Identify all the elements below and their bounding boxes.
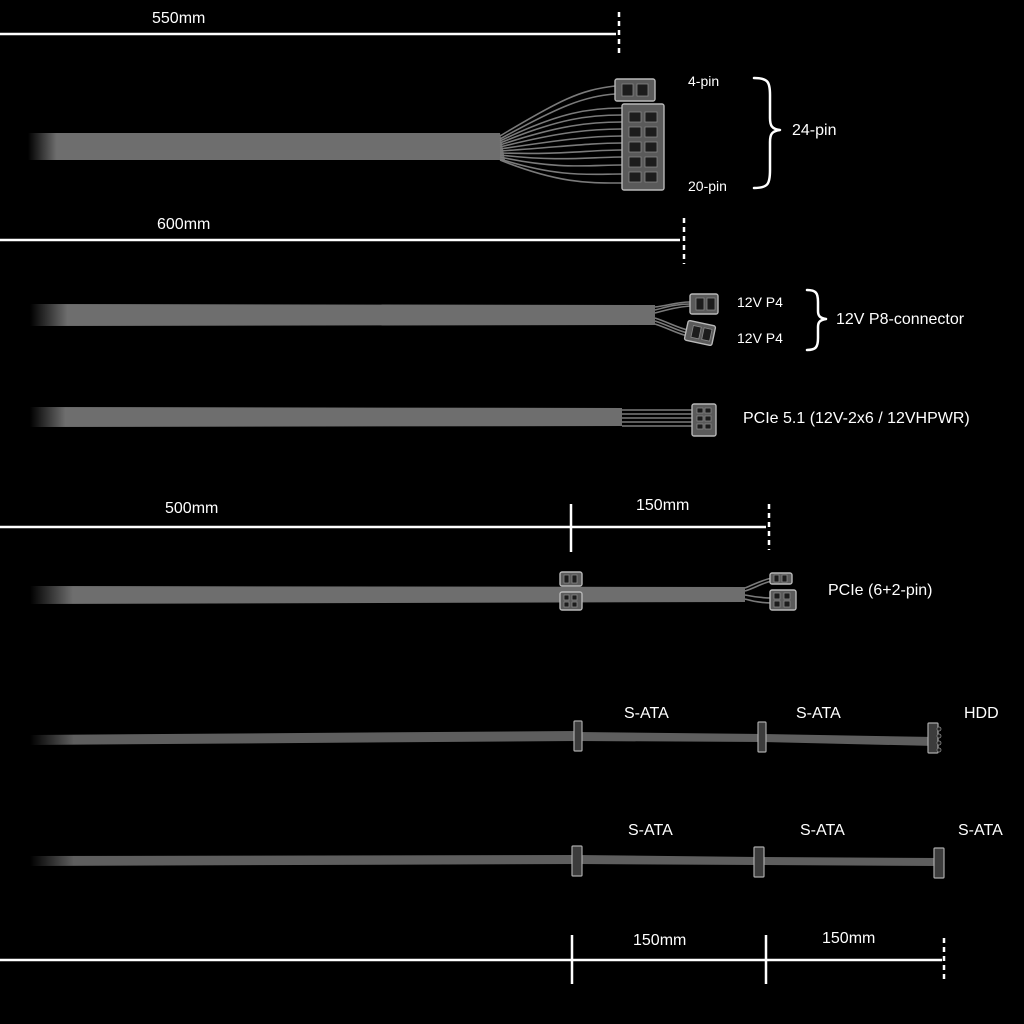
- pcie-end-connector: [769, 572, 797, 611]
- dimension-sata-seg1-label: 150mm: [633, 932, 686, 949]
- atx-24pin-label: 24-pin: [792, 122, 836, 139]
- pcie5-connector: [691, 403, 717, 437]
- sata-hdd-conn-2: [757, 721, 767, 753]
- cpu-p8-cable: [30, 293, 719, 347]
- sata-chain-cable: [30, 845, 945, 879]
- dimension-cpu: 600mm: [0, 216, 686, 264]
- sata-hdd-conn2-label: S-ATA: [796, 705, 841, 722]
- dimension-atx: 550mm: [0, 10, 621, 57]
- hdd-label: HDD: [964, 705, 999, 722]
- cpu-brace: [805, 288, 828, 352]
- atx-24pin-cable: [28, 78, 665, 191]
- sata-chain-conn-2: [753, 846, 765, 878]
- cpu-p4a-label: 12V P4: [737, 294, 783, 310]
- dimension-sata-seg2-label: 150mm: [822, 930, 875, 947]
- dimension-cpu-label: 600mm: [157, 216, 210, 233]
- pcie5-cable: [30, 403, 717, 437]
- dimension-atx-label: 550mm: [152, 10, 205, 27]
- pcie5-label: PCIe 5.1 (12V-2x6 / 12VHPWR): [743, 410, 970, 427]
- sata-hdd-cable: [30, 720, 942, 754]
- atx-4pin-connector: [614, 78, 656, 102]
- cpu-p4-connector-a: [689, 293, 719, 315]
- atx-20pin-label: 20-pin: [688, 178, 727, 194]
- dimension-pcie-extra-label: 150mm: [636, 497, 689, 514]
- atx-wire-bundle: [499, 85, 623, 184]
- pcie-label: PCIe (6+2-pin): [828, 582, 933, 599]
- hdd-molex-connector: [927, 722, 942, 754]
- sata-chain-conn3-label: S-ATA: [958, 822, 1003, 839]
- sata-chain-conn-1: [571, 845, 583, 877]
- cpu-p8-label: 12V P8-connector: [836, 311, 965, 328]
- pcie-mid-connector: [559, 571, 583, 611]
- dimension-pcie-main-label: 500mm: [165, 500, 218, 517]
- sata-chain-conn-3: [933, 847, 945, 879]
- atx-20pin-connector: [621, 103, 665, 191]
- sata-hdd-conn-1: [573, 720, 583, 752]
- dimension-sata: 150mm 150mm: [0, 930, 946, 984]
- cpu-p4-connector-b: [683, 319, 717, 347]
- sata-chain-conn2-label: S-ATA: [800, 822, 845, 839]
- atx-brace: [752, 76, 782, 190]
- cpu-p4b-label: 12V P4: [737, 330, 783, 346]
- atx-4pin-label: 4-pin: [688, 73, 719, 89]
- sata-chain-conn1-label: S-ATA: [628, 822, 673, 839]
- sata-hdd-conn1-label: S-ATA: [624, 705, 669, 722]
- pcie-6plus2-cable: [30, 571, 797, 611]
- dimension-pcie: 500mm 150mm: [0, 497, 771, 552]
